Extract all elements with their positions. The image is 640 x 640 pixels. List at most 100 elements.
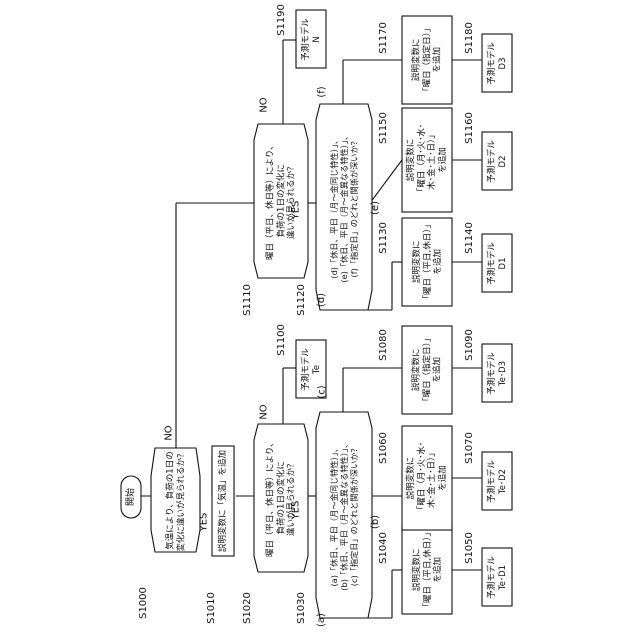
branch-b: (b) [370,515,382,529]
s1130-text: 説明変数に「曜日（平日,休日）」を追加 [411,220,443,303]
start-label: 開始 [125,488,137,506]
s1170-text: 説明変数に「曜日（指定日）」を追加 [411,24,443,96]
s1060-text-line: 「曜日（月･火･水･ [417,442,428,514]
s1190-text-line: 予測モデル [300,18,311,61]
s1110-id: S1110 [242,284,254,316]
s1190-id: S1190 [276,4,288,36]
s1140-text-line: 予測モデル [486,242,497,285]
s1150-text: 説明変数に「曜日（月･火･水･木･金･土･日）」を追加 [406,124,448,196]
s1160-text-line: 予測モデル [486,140,497,183]
s1030-text-line: (b)「休日、平日（月～金異なる特性）」、 [339,439,349,590]
no-label-s1020: NO [258,404,270,419]
s1090-text: 予測モデルTe･D3 [486,352,507,395]
s1180-id: S1180 [464,22,476,54]
s1060-text-line: を追加 [438,442,449,514]
s1040-text-line: 「曜日（平日,休日）」 [422,528,433,611]
s1060-text-line: 木･金･土･日）」 [427,442,438,514]
s1070-id: S1070 [464,432,476,464]
s1170-text-line: 「曜日（指定日）」 [422,24,433,96]
s1100-text: 予測モデルTe [300,348,321,391]
s1110-text-line: 曜日（平日、休日等）により、 [265,142,276,261]
s1050-id: S1050 [464,532,476,564]
s1100-text-line: 予測モデル [300,348,311,391]
s1090-text-line: Te･D3 [497,352,508,395]
s1090-id: S1090 [464,329,476,361]
s1020-text-line: 違いが見られるか？ [286,439,297,558]
s1180-text-line: D3 [497,42,508,85]
s1140-id: S1140 [464,222,476,254]
s1070-text: 予測モデルTe･D2 [486,460,507,503]
s1150-text-line: を追加 [438,124,449,196]
yes-label-s1000: YES [198,513,210,532]
s1180-text-line: 予測モデル [486,42,497,85]
s1020-text-line: 曜日（平日、休日等）により、 [265,439,276,558]
s1040-text-line: を追加 [432,528,443,611]
s1060-id: S1060 [378,432,390,464]
s1080-text: 説明変数に「曜日（指定日）」を追加 [411,334,443,406]
s1000-id: S1000 [138,587,150,619]
s1080-text-line: 説明変数に [411,334,422,406]
s1140-text: 予測モデルD1 [486,242,507,285]
s1150-id: S1150 [378,112,390,144]
s1080-text-line: を追加 [432,334,443,406]
s1050-text-line: Te･D1 [497,556,508,599]
s1150-text-line: 木･金･土･日）」 [427,124,438,196]
s1070-text-line: Te･D2 [497,460,508,503]
s1070-text-line: 予測モデル [486,460,497,503]
s1120-id: S1120 [296,284,308,316]
s1020-text: 曜日（平日、休日等）により、負荷の1日の変化に違いが見られるか？ [265,439,297,558]
s1010-id: S1010 [206,592,218,624]
s1030-text-line: (c)「指定日」のどれと関係が深いか？ [349,439,359,590]
no-label-s1110: NO [258,97,270,112]
yes-label-s1020: YES [290,501,302,520]
s1140-text-line: D1 [497,242,508,285]
s1000-text-line: 変化に違いが見られるか？ [176,449,187,551]
yes-label-s1110: YES [290,201,302,220]
branch-c: (c) [316,385,328,398]
s1150-text-line: 「曜日（月･火･水･ [417,124,428,196]
s1030-text: (a)「休日、平日（月～金同じ特性）」、(b)「休日、平日（月～金異なる特性）」… [329,439,360,590]
s1110-text-line: 負荷の1日の変化に [276,142,287,261]
s1030-id: S1030 [296,592,308,624]
branch-e: (e) [370,201,382,215]
s1130-text-line: 説明変数に [411,220,422,303]
s1170-text-line: 説明変数に [411,24,422,96]
s1080-id: S1080 [378,329,390,361]
s1040-id: S1040 [378,532,390,564]
no-label-s1000: NO [163,425,175,440]
s1120-text-line: (d)「休日、平日（月～金同じ特性）」、 [329,132,339,283]
s1020-id: S1020 [242,592,254,624]
s1130-text-line: 「曜日（平日,休日）」 [422,220,433,303]
s1030-text-line: (a)「休日、平日（月～金同じ特性）」、 [329,439,339,590]
s1060-text: 説明変数に「曜日（月･火･水･木･金･土･日）」を追加 [406,442,448,514]
s1050-text-line: 予測モデル [486,556,497,599]
s1160-text-line: D2 [497,140,508,183]
branch-d: (d) [316,293,328,307]
s1130-text-line: を追加 [432,220,443,303]
s1010-text: 説明変数に「気温」を追加 [217,450,229,552]
s1000-text-line: 気温により、負荷の1日の [166,449,177,551]
s1130-id: S1130 [378,222,390,254]
s1090-text-line: 予測モデル [486,352,497,395]
s1100-id: S1100 [276,324,288,356]
s1190-text-line: N [311,18,322,61]
s1170-id: S1170 [378,22,390,54]
s1170-text-line: を追加 [432,24,443,96]
s1160-text: 予測モデルD2 [486,140,507,183]
s1160-id: S1160 [464,112,476,144]
s1150-text-line: 説明変数に [406,124,417,196]
s1120-text: (d)「休日、平日（月～金同じ特性）」、(e)「休日、平日（月～金異なる特性）」… [329,132,360,283]
s1120-text-line: (e)「休日、平日（月～金異なる特性）」、 [339,132,349,283]
s1000-text: 気温により、負荷の1日の変化に違いが見られるか？ [166,449,187,551]
s1190-text: 予測モデルN [300,18,321,61]
s1060-text-line: 説明変数に [406,442,417,514]
s1120-text-line: (f)「指定日」のどれと関係が深いか？ [349,132,359,283]
s1050-text: 予測モデルTe･D1 [486,556,507,599]
s1180-text: 予測モデルD3 [486,42,507,85]
s1040-text-line: 説明変数に [411,528,422,611]
branch-f: (f) [316,86,328,97]
s1040-text: 説明変数に「曜日（平日,休日）」を追加 [411,528,443,611]
s1100-text-line: Te [311,348,322,391]
branch-a: (a) [316,613,328,627]
s1020-text-line: 負荷の1日の変化に [276,439,287,558]
